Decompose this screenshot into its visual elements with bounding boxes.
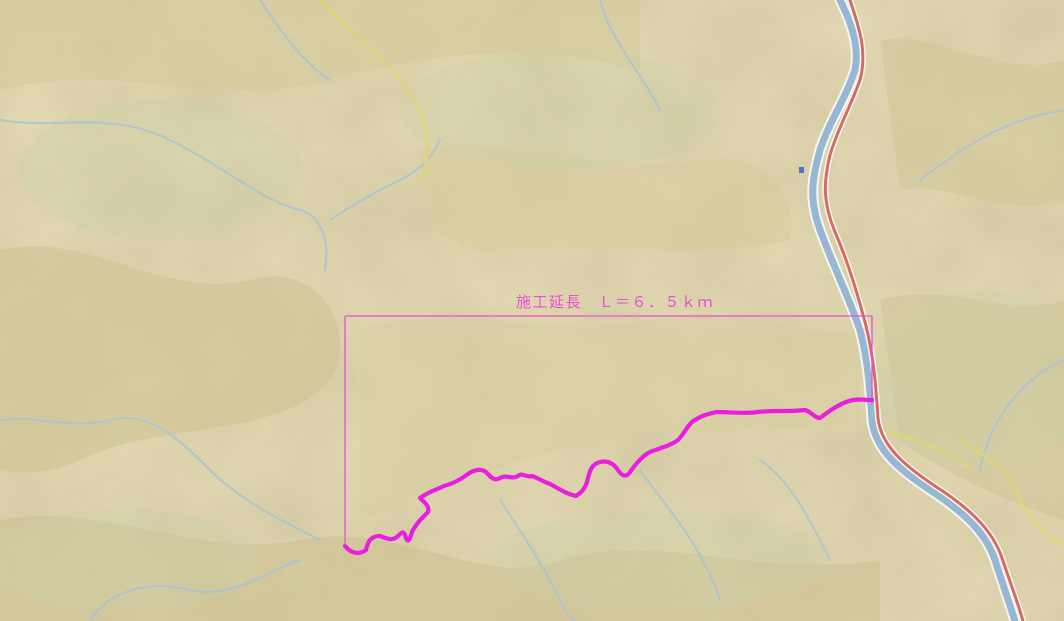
construction-route[interactable] (342, 397, 875, 556)
extent-bracket (344, 315, 873, 548)
construction-length-label: 施工延長 Ｌ＝６．５ｋｍ (515, 293, 714, 311)
